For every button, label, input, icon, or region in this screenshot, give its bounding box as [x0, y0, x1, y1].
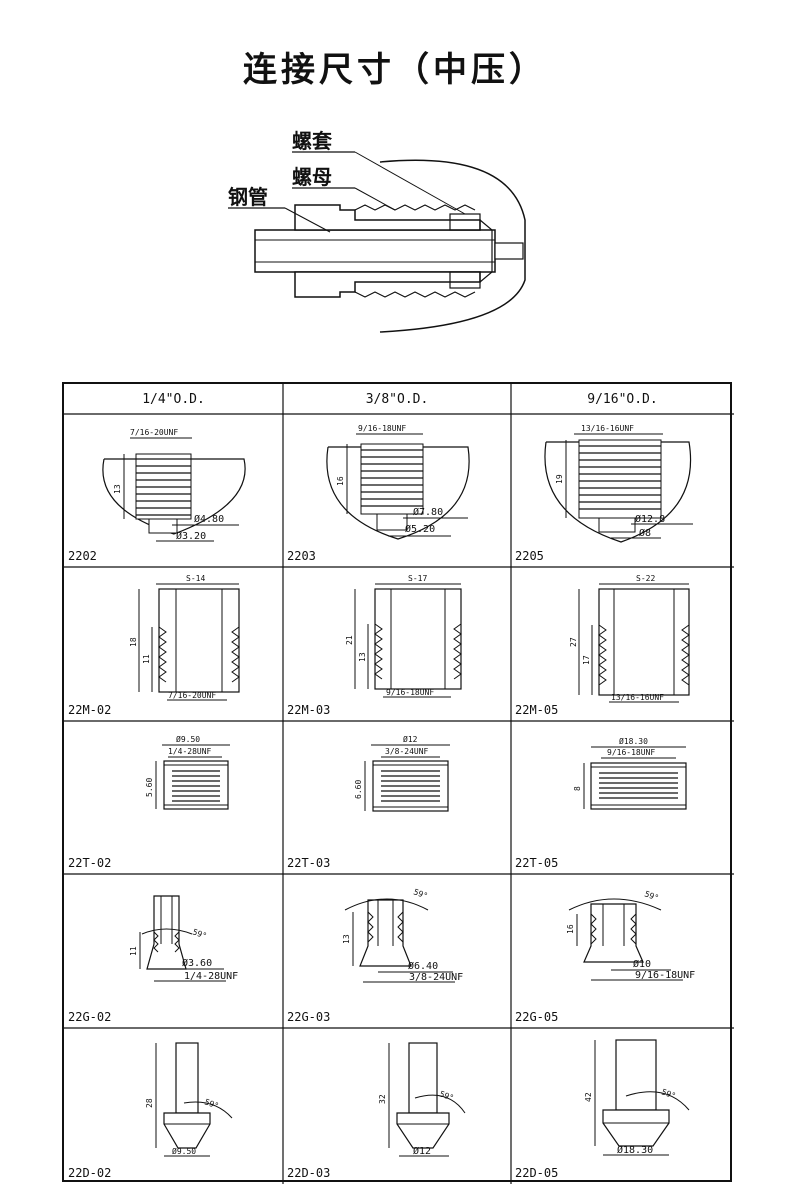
part-code: 2203: [287, 549, 316, 563]
dia-label: Ø18.30: [617, 1144, 653, 1156]
hex-label: S-22: [636, 574, 655, 583]
part-code: 22T-03: [287, 856, 331, 870]
height2-label: 17: [582, 655, 591, 665]
dia2-label: Ø8: [639, 527, 651, 539]
height-label: 28: [145, 1098, 154, 1108]
part-code: 22D-02: [68, 1166, 112, 1180]
thread-label: 9/16-18UNF: [635, 970, 695, 981]
cell-22T-05: Ø18.30 9/16-18UNF 8 22T-05: [511, 721, 734, 874]
dia1-label: Ø7.80: [413, 506, 443, 518]
dia-label: Ø9.50: [176, 734, 200, 744]
part-code: 2205: [515, 549, 544, 563]
dia-label: Ø6.40: [408, 960, 438, 972]
height1-label: 21: [345, 635, 354, 645]
thread-label: 13/16-16UNF: [611, 693, 664, 702]
part-code: 22M-02: [68, 703, 112, 717]
part-code: 22G-03: [287, 1010, 331, 1024]
height1-label: 27: [569, 637, 578, 647]
part-code: 22D-03: [287, 1166, 331, 1180]
height-label: 42: [584, 1092, 593, 1102]
cell-22T-02: Ø9.50 1/4-28UNF 5.60 22T-02: [64, 721, 283, 874]
cell-22M-05: S-22 27 17 13/16-16UNF 22M-05: [511, 567, 734, 721]
thread-label: 13/16-16UNF: [581, 424, 634, 433]
dia-label: Ø3.60: [182, 957, 212, 969]
thread-label: 7/16-20UNF: [168, 691, 216, 700]
height2-label: 11: [142, 654, 151, 664]
cell-22T-03: Ø12 3/8-24UNF 6.60 22T-03: [283, 721, 511, 874]
cell-2205: 13/16-16UNF 19 Ø12.8 Ø8 2205: [511, 414, 734, 567]
dia2-label: Ø5.20: [405, 523, 435, 535]
label-collar: 螺母: [292, 165, 332, 189]
angle-label: 59°: [203, 1097, 220, 1110]
thread-label: 3/8-24UNF: [385, 747, 429, 756]
column-header-3-8: 3/8"O.D.: [365, 392, 429, 407]
height-label: 8: [573, 786, 582, 791]
parts-table: 1/4"O.D. 3/8"O.D. 9/16"O.D. 7/16-20UNF 1…: [62, 382, 734, 1184]
column-header-9-16: 9/16"O.D.: [587, 392, 658, 407]
column-header-1-4: 1/4"O.D.: [142, 392, 205, 407]
dia-label: Ø18.30: [619, 736, 648, 746]
height-label: 6.60: [354, 780, 363, 799]
cell-22G-02: 59° 11 Ø3.60 1/4-28UNF 22G-02: [64, 874, 283, 1028]
height-label: 32: [378, 1094, 387, 1104]
part-code: 22G-02: [68, 1010, 112, 1024]
thread-label: 7/16-20UNF: [130, 428, 178, 437]
angle-label: 59°: [438, 1089, 455, 1102]
cell-22G-05: 59° 16 Ø10 9/16-18UNF 22G-05: [511, 874, 734, 1028]
part-code: 22M-03: [287, 703, 331, 717]
dia1-label: Ø12.8: [635, 513, 665, 525]
hex-label: S-17: [408, 574, 427, 583]
cell-22D-05: 59° 42 Ø18.30 22D-05: [511, 1028, 734, 1184]
cell-22D-03: 59° 32 Ø12 22D-03: [283, 1028, 511, 1184]
dia-label: Ø12: [403, 734, 418, 744]
cell-2202: 7/16-20UNF 13 Ø4.80 Ø3.20 2202: [64, 414, 283, 567]
thread-label: 9/16-18UNF: [358, 424, 406, 433]
page-title: 连接尺寸（中压）: [243, 50, 547, 90]
dia-label: Ø9.50: [172, 1146, 196, 1156]
dia2-label: Ø3.20: [176, 530, 206, 542]
angle-label: 59°: [191, 927, 208, 940]
part-code: 22D-05: [515, 1166, 559, 1180]
cell-22M-03: S-17 21 13 9/16-18UNF 22M-03: [283, 567, 511, 721]
label-gland: 螺套: [292, 129, 332, 153]
cell-2203: 9/16-18UNF 16 Ø7.80 Ø5.20 2203: [283, 414, 511, 567]
thread-label: 9/16-18UNF: [607, 748, 655, 757]
dia-label: Ø10: [633, 958, 651, 970]
height1-label: 18: [129, 637, 138, 647]
dia1-label: Ø4.80: [194, 513, 224, 525]
angle-label: 59°: [412, 887, 429, 900]
part-code: 22M-05: [515, 703, 559, 717]
part-code: 22G-05: [515, 1010, 559, 1024]
angle-label: 59°: [643, 889, 660, 902]
connection-cutaway-diagram: 螺套 螺母 钢管: [228, 129, 526, 333]
thread-label: 1/4-28UNF: [168, 747, 212, 756]
part-code: 22T-02: [68, 856, 112, 870]
table-grid: [64, 384, 734, 1184]
thread-label: 1/4-28UNF: [184, 971, 238, 982]
part-code: 22T-05: [515, 856, 559, 870]
dia-label: Ø12: [413, 1145, 431, 1157]
height2-label: 13: [358, 652, 367, 662]
height-label: 11: [129, 946, 138, 956]
height-label: 16: [566, 924, 575, 934]
height-label: 5.60: [145, 778, 154, 797]
part-code: 2202: [68, 549, 97, 563]
label-tube: 钢管: [228, 185, 268, 209]
hex-label: S-14: [186, 574, 205, 583]
angle-label: 59°: [660, 1087, 677, 1100]
cell-22G-03: 59° 13 Ø6.40 3/8-24UNF 22G-03: [283, 874, 511, 1028]
height-label: 16: [336, 476, 345, 486]
height-label: 13: [113, 484, 122, 494]
cell-22D-02: 59° 28 Ø9.50 22D-02: [64, 1028, 283, 1184]
height-label: 13: [342, 934, 351, 944]
height-label: 19: [555, 474, 564, 484]
thread-label: 9/16-18UNF: [386, 688, 434, 697]
cell-22M-02: S-14 18 11 7/16-20UNF 22M-02: [64, 567, 283, 721]
thread-label: 3/8-24UNF: [409, 972, 463, 983]
